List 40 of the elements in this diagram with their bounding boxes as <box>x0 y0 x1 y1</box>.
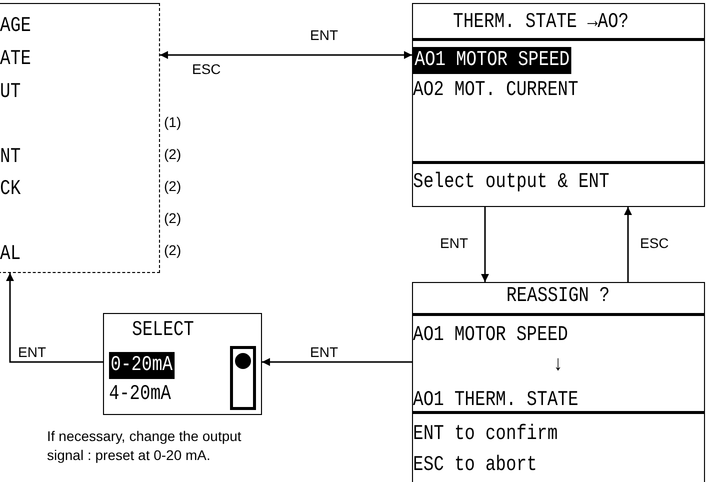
edge-label: ENT <box>310 345 338 359</box>
arrow <box>6 273 103 363</box>
screen-text: REASSIGN ? <box>505 286 611 307</box>
arrow <box>262 358 412 366</box>
screen-text: AO1 MOTOR SPEED <box>413 325 568 346</box>
display-screen <box>412 3 705 207</box>
footnote-mark: (2) <box>164 243 182 257</box>
screen-text: 4-20mA <box>109 384 171 405</box>
footnote-mark: (2) <box>164 179 182 193</box>
screen-text: Select output & ENT <box>413 172 610 193</box>
screen-text: ENT to confirm <box>413 424 558 445</box>
screen-text: ATE <box>0 49 31 70</box>
screen-text: ESC to abort <box>413 455 537 476</box>
edge-label: ENT <box>440 236 468 250</box>
edge-label: ENT <box>18 345 46 359</box>
selected-option: 0-20mA <box>109 352 174 379</box>
arrow <box>160 51 412 59</box>
key-label: ESC <box>192 62 221 76</box>
screen-text: AGE <box>0 16 31 37</box>
edge-label: ESC <box>640 236 669 250</box>
footnote-mark: (1) <box>164 115 182 129</box>
screen-text: AO2 MOT. CURRENT <box>413 80 578 101</box>
menu-panel <box>0 3 160 273</box>
arrow <box>481 207 489 282</box>
note-text: If necessary, change the output signal : preset at 0-20 mA. <box>47 427 242 465</box>
screen-text: NT <box>0 147 21 168</box>
screen-text: AL <box>0 244 21 265</box>
display-screen <box>412 282 705 482</box>
screen-text: CK <box>0 179 21 200</box>
arrow <box>624 207 632 282</box>
screen-text: THERM. STATE →AO? <box>453 12 629 33</box>
screen-text: ↓ <box>552 355 564 376</box>
footnote-mark: (2) <box>164 211 182 225</box>
footnote-mark: (2) <box>164 147 182 161</box>
screen-text: SELECT <box>132 320 194 341</box>
screen-text: UT <box>0 82 21 103</box>
edge-label: ENT <box>310 28 338 42</box>
selected-option: AO1 MOTOR SPEED <box>413 47 572 74</box>
screen-text: AO1 THERM. STATE <box>413 390 578 411</box>
display-screen <box>103 313 262 415</box>
